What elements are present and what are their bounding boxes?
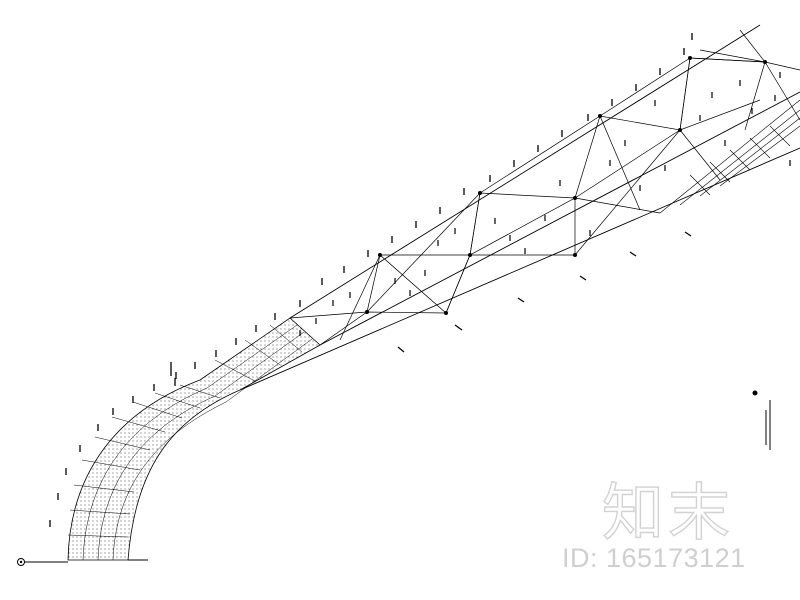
curved-hatched-band [67,317,321,561]
axis-symbol [17,558,25,566]
dimension-ticks [299,72,791,353]
watermark-logo: 知末 [601,475,735,549]
truss-nodes [365,56,767,315]
elevation-marker [170,362,176,386]
outer-label-row [49,33,693,527]
watermark-id: ID: 165173121 [562,543,746,573]
curved-band-grid [67,324,313,561]
truss-web [289,29,800,346]
right-legend-marks [752,390,771,450]
truss-outline [24,24,800,563]
lower-rib-lines [659,99,800,214]
